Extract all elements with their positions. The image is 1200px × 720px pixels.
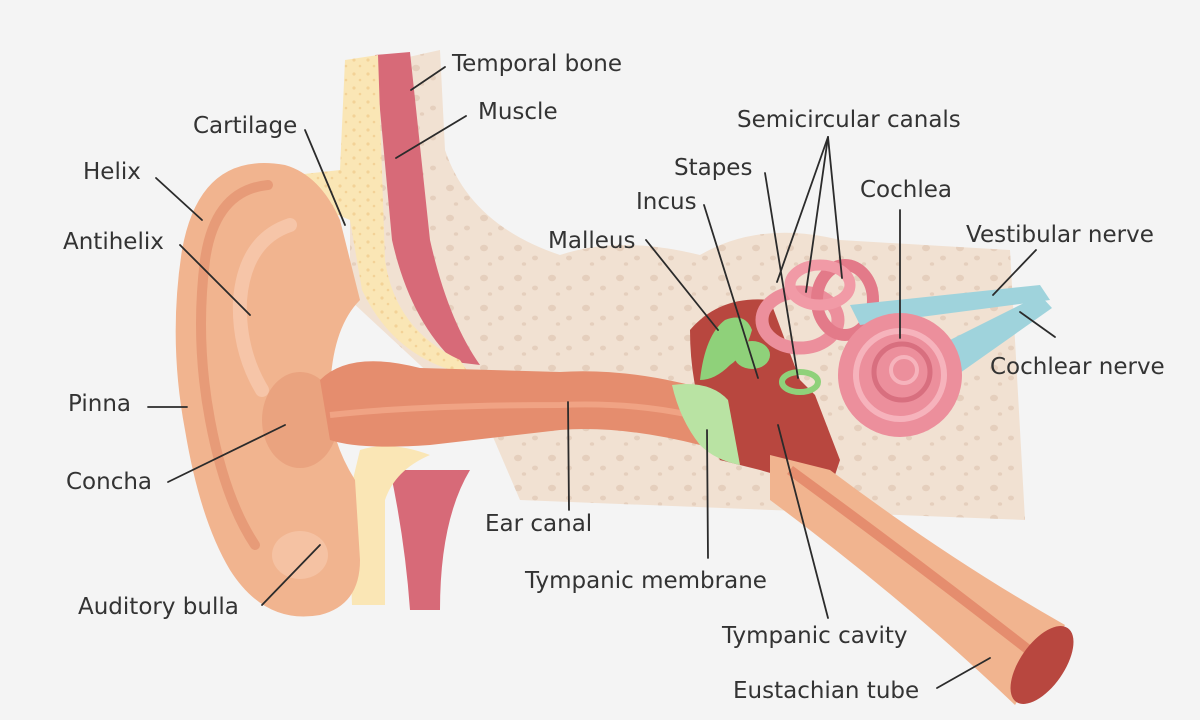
label-eustachian-tube: Eustachian tube	[733, 678, 920, 704]
label-semicircular-canals: Semicircular canals	[737, 107, 961, 133]
label-antihelix: Antihelix	[63, 229, 164, 255]
label-stapes: Stapes	[674, 155, 753, 181]
label-cochlear-nerve: Cochlear nerve	[990, 354, 1165, 380]
label-incus: Incus	[636, 189, 697, 215]
label-ear-canal: Ear canal	[485, 511, 593, 537]
incus-shape	[734, 341, 770, 369]
leader-cartilage	[304, 129, 346, 226]
tympanic-membrane-shape	[672, 384, 740, 465]
helix-fold	[196, 180, 273, 550]
leader-incus	[703, 204, 759, 379]
concha-hollow	[262, 372, 338, 468]
eustachian-tube-shape	[770, 455, 1065, 705]
leader-ear-canal	[567, 401, 570, 511]
leader-vestibular-nerve	[992, 249, 1037, 296]
label-malleus: Malleus	[548, 228, 636, 254]
leader-malleus	[645, 239, 719, 331]
muscle-lower-shape	[390, 470, 470, 610]
leader-antihelix	[179, 244, 251, 316]
canal-highlight	[329, 401, 691, 418]
cartilage-lower-shape	[348, 446, 430, 605]
label-tympanic-membrane: Tympanic membrane	[525, 568, 767, 594]
muscle-shape	[375, 52, 480, 365]
label-helix: Helix	[83, 159, 141, 185]
label-vestibular-nerve: Vestibular nerve	[966, 222, 1154, 248]
label-auditory-bulla: Auditory bulla	[78, 594, 239, 620]
label-temporal-bone: Temporal bone	[452, 51, 623, 77]
leader-tympanic-membrane	[706, 429, 709, 559]
label-concha: Concha	[66, 469, 153, 495]
leader-semicircular-3	[827, 136, 843, 279]
auditory-bulla-lobe	[272, 531, 328, 579]
antihelix-fold	[232, 218, 297, 397]
cartilage-texture	[295, 55, 470, 375]
leader-auditory-bulla	[261, 544, 321, 606]
leader-concha	[167, 424, 286, 483]
leader-cochlear-nerve	[1019, 311, 1056, 338]
leader-semicircular-2	[805, 136, 829, 293]
label-pinna: Pinna	[68, 391, 132, 417]
leader-temporal-bone	[410, 66, 446, 91]
semicircular-canal-1	[755, 285, 845, 355]
leader-stapes	[764, 172, 799, 379]
leader-semicircular-1	[776, 136, 829, 283]
leader-helix	[155, 177, 203, 221]
leader-muscle	[395, 115, 467, 159]
malleus-shape	[700, 317, 752, 380]
label-muscle: Muscle	[478, 99, 558, 125]
leader-eustachian-tube	[936, 657, 991, 689]
eustachian-tube-opening	[1010, 626, 1074, 704]
stapes-shape	[779, 369, 821, 395]
label-tympanic-cavity: Tympanic cavity	[722, 623, 908, 649]
leader-tympanic-cavity	[777, 424, 829, 619]
label-cartilage: Cartilage	[193, 113, 298, 139]
cochlear-nerve-shape	[930, 295, 1052, 380]
label-cochlea: Cochlea	[860, 177, 952, 203]
leader-lines	[147, 66, 1056, 689]
tube-inner	[787, 465, 1039, 659]
semicircular-canal-3	[784, 259, 856, 311]
